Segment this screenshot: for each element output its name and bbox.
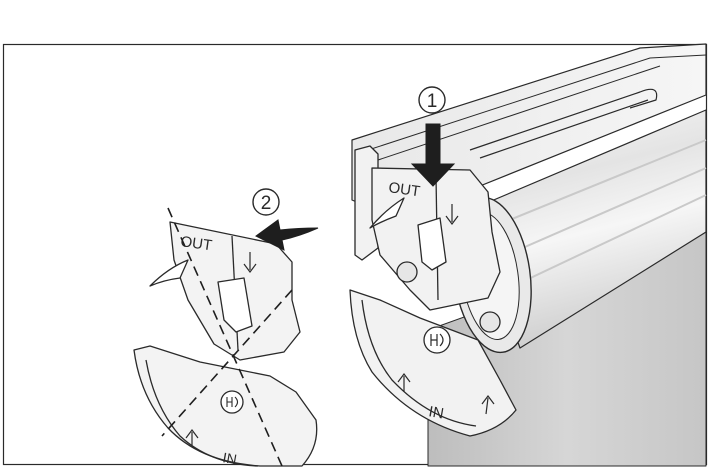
- clip-out-label-left: OUT: [179, 233, 213, 254]
- step-2-number: 2: [261, 193, 272, 214]
- end-plate-rim: [361, 299, 477, 427]
- cross-out-mark: [161, 207, 293, 467]
- profile-groove: [361, 54, 707, 161]
- plate-in-label-right: IN: [427, 403, 445, 422]
- removed-clip-tongue: [217, 277, 253, 333]
- step-2-circle: [252, 188, 280, 216]
- clip-peg-right: [479, 311, 501, 333]
- cross-out-line-b: [161, 289, 293, 437]
- plate-arrow-up-right-b: [481, 395, 495, 415]
- step-1-number: 1: [427, 91, 438, 112]
- removed-plate-rim: [145, 359, 259, 467]
- removed-clip-lever: [149, 259, 189, 287]
- hub-logo: [430, 333, 444, 347]
- clip-peg-left: [396, 261, 418, 283]
- plate-arrow-up-right-a: [397, 373, 411, 392]
- clip-lever: [369, 197, 405, 229]
- plate-in-label-left: IN: [221, 449, 238, 467]
- plate-arrow-up-left: [185, 429, 199, 446]
- clip-removed: [133, 221, 318, 467]
- step-1-marker: 1: [410, 86, 456, 187]
- clip-installed: [349, 145, 517, 437]
- step-2-marker: 2: [252, 188, 319, 251]
- clip-out-label-right: OUT: [387, 179, 421, 200]
- clip-arrow-down-right: [445, 204, 459, 225]
- roller-shading: [484, 139, 707, 291]
- clip-arrow-down-left: [243, 252, 257, 273]
- arrow-down-icon: [410, 123, 456, 187]
- clip-tongue: [417, 217, 447, 271]
- profile-wire: [469, 88, 658, 159]
- end-plate: [349, 289, 517, 437]
- arrow-left-icon: [255, 219, 319, 251]
- removed-hub-logo: [226, 396, 239, 408]
- step-1-circle: [418, 86, 446, 114]
